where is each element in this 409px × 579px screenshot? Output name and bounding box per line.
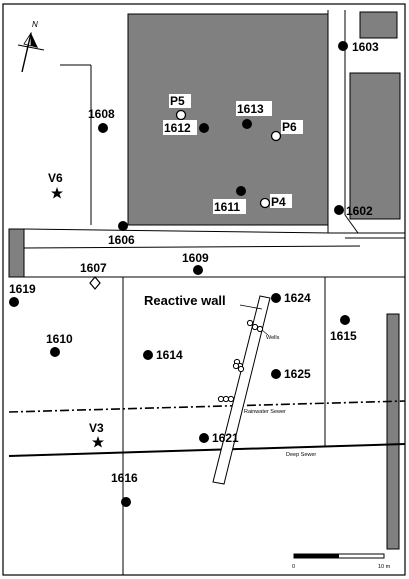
vent-labels: V6 V3: [48, 171, 104, 435]
label-1607: 1607: [80, 261, 107, 275]
label-1613: 1613: [237, 102, 264, 116]
label-1602: 1602: [346, 204, 373, 218]
label-p4: P4: [271, 195, 286, 209]
well-marker-1610: [50, 347, 60, 357]
right-building: [349, 72, 401, 220]
label-v6: V6: [48, 171, 63, 185]
wells-small-label: Wells: [266, 335, 280, 341]
piezometer-marker-p6: [270, 130, 282, 142]
well-marker-1609: [193, 265, 203, 275]
well-marker-1608: [98, 123, 108, 133]
reactive-wall-label: Reactive wall: [144, 293, 226, 308]
vents: [51, 187, 104, 448]
well-marker-1613: [242, 119, 252, 129]
label-1608: 1608: [88, 107, 115, 121]
well-marker-1619: [9, 297, 19, 307]
label-1611: 1611: [214, 200, 240, 214]
well-marker-1615: [340, 315, 350, 325]
scale-end-label: 10 m: [378, 564, 391, 570]
piezometer-marker-p5: [175, 109, 187, 121]
vent-marker-v3: [92, 436, 104, 448]
north-arrow: N: [17, 20, 45, 73]
piezometers: [175, 109, 282, 209]
well-labels: 1603 1608 1612 1613 1611 1602 1606 1609 …: [9, 40, 379, 485]
left-grey-block: [8, 228, 25, 278]
well-marker-1607: [89, 276, 101, 290]
label-1603: 1603: [352, 40, 379, 54]
well-marker-1612: [199, 123, 209, 133]
label-1615: 1615: [330, 329, 357, 343]
label-1612: 1612: [164, 121, 191, 135]
road-lines: [23, 10, 405, 575]
label-1614: 1614: [156, 348, 183, 362]
deep-sewer-label: Deep Sewer: [286, 452, 316, 458]
label-1610: 1610: [46, 332, 73, 346]
well-marker-1625: [271, 369, 281, 379]
label-v3: V3: [89, 421, 104, 435]
right-grey-strip: [386, 313, 400, 550]
label-1619: 1619: [9, 282, 36, 296]
north-label: N: [32, 20, 38, 29]
well-marker-1616: [121, 497, 131, 507]
well-marker-1603: [338, 41, 348, 51]
vent-marker-v6: [51, 187, 63, 199]
label-1606: 1606: [108, 233, 135, 247]
rainwater-sewer-label: Rainwater Sewer: [244, 409, 286, 415]
label-1625: 1625: [284, 367, 311, 381]
small-building-top-right: [359, 11, 398, 39]
scale-start-label: 0: [292, 564, 295, 570]
piezometer-labels: P5 P6 P4: [170, 94, 297, 209]
label-p5: P5: [170, 94, 185, 108]
wells-pointer: [261, 329, 269, 336]
label-1624: 1624: [284, 291, 311, 305]
label-1621: 1621: [212, 431, 239, 445]
deep-sewer-line: [8, 443, 406, 457]
rainwater-sewer-line: [8, 400, 406, 413]
reactive-wall: [212, 295, 271, 485]
well-marker-1614: [143, 350, 153, 360]
well-marker-1611: [236, 186, 246, 196]
piezometer-marker-p4: [259, 197, 271, 209]
well-marker-1602: [334, 205, 344, 215]
well-marker-1606: [118, 221, 128, 231]
reactive-wall-pointer: [239, 304, 263, 310]
label-1609: 1609: [182, 251, 209, 265]
wall-wells: [217, 319, 264, 403]
scale-bar: 0 10 m: [292, 553, 391, 570]
label-p6: P6: [282, 120, 297, 134]
well-marker-1621: [199, 433, 209, 443]
well-marker-1624: [271, 293, 281, 303]
monitoring-wells: [9, 41, 350, 507]
main-building: [127, 13, 329, 226]
label-1616: 1616: [111, 471, 138, 485]
